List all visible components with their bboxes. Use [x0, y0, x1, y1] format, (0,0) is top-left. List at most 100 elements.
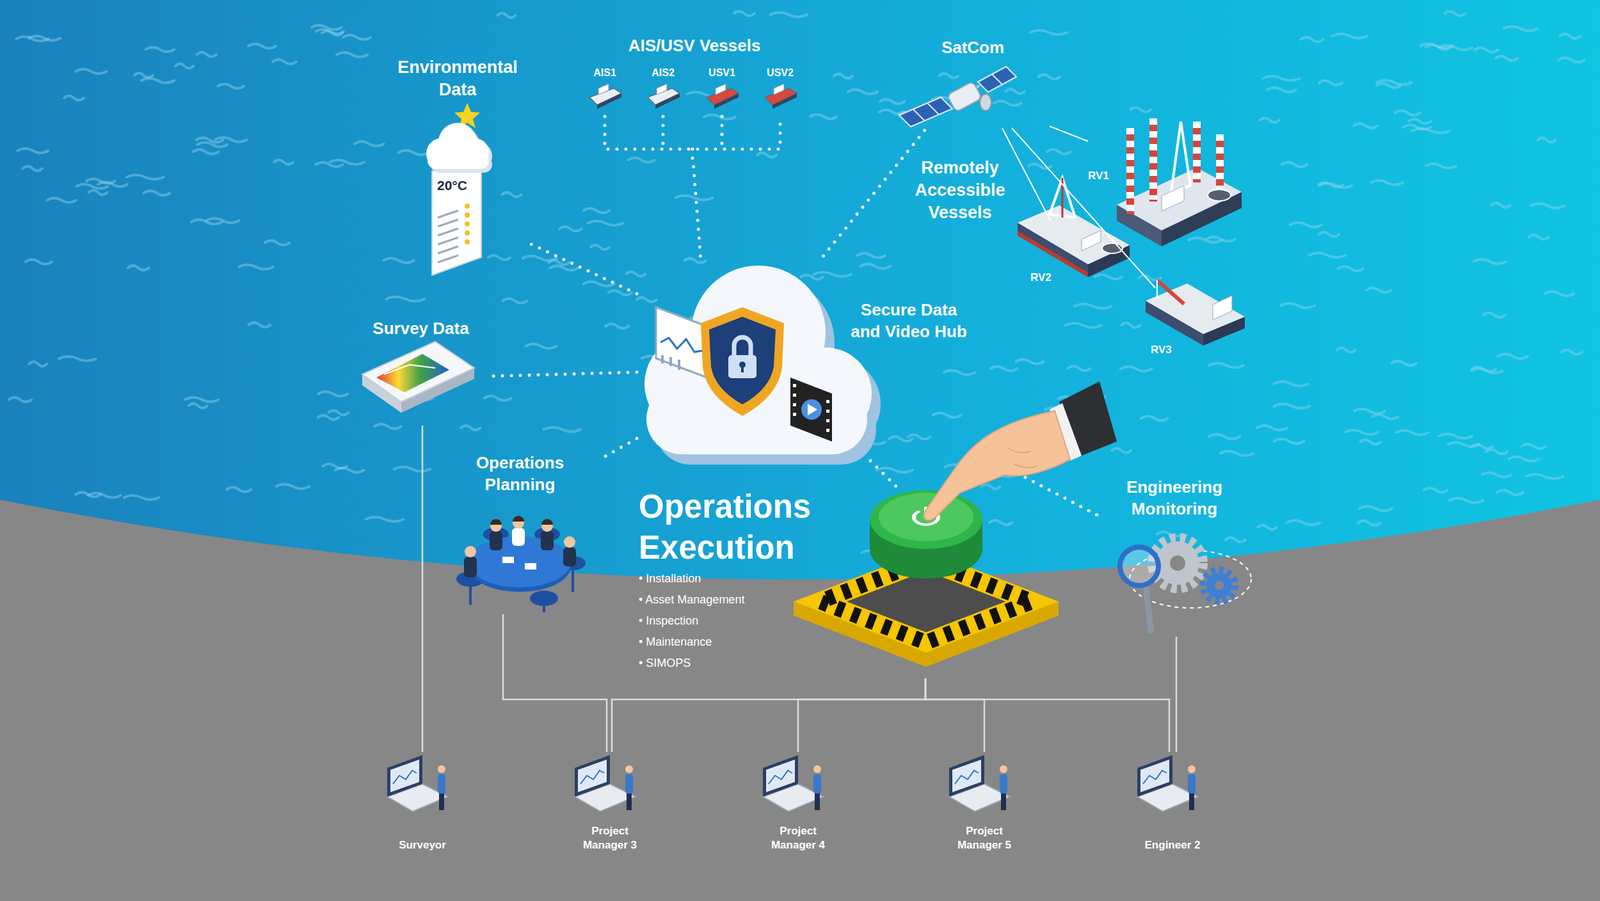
wave-texture-part — [1138, 275, 1161, 281]
survey-map-icon-part — [384, 364, 436, 375]
wave-texture-part — [848, 89, 879, 95]
wave-texture-part — [1559, 33, 1580, 39]
node-title: USV2 — [766, 66, 794, 80]
meeting-icon-part-part — [542, 604, 546, 613]
laptop-user — [762, 755, 824, 812]
wave-texture-part — [1260, 117, 1280, 123]
wave-texture-part — [675, 195, 713, 200]
cloud-hub-icon-part — [728, 355, 757, 379]
cloud-hub-icon-part-part — [826, 400, 830, 404]
laptop-user — [949, 755, 1010, 812]
wave-texture-part — [990, 366, 1017, 372]
wave-texture-part — [366, 517, 404, 522]
cloud-hub-icon-part-part — [661, 355, 664, 364]
cloud-hub-icon-part-part — [669, 357, 672, 367]
wave-texture-part — [1528, 234, 1549, 240]
wave-texture-part — [1395, 110, 1421, 116]
wave-texture-part — [1376, 83, 1401, 88]
cloud-hub-icon-part-part — [826, 428, 830, 432]
wave-texture-part — [993, 101, 1022, 106]
wave-texture-part — [1360, 439, 1381, 445]
node-title: Survey Data — [372, 318, 469, 340]
laptop-user-part — [437, 765, 446, 774]
wave-texture-part — [1354, 408, 1385, 414]
wave-texture-part — [1130, 107, 1151, 112]
laptop-user-part — [1000, 792, 1007, 811]
wave-texture-part — [75, 492, 100, 497]
engineering-gears-part — [1145, 583, 1151, 631]
wave-texture-part — [460, 425, 481, 431]
jackup-vessel-part-part — [1216, 134, 1224, 196]
engineering-gears-part — [1214, 581, 1224, 591]
node-title: AIS/USV Vessels — [628, 35, 761, 57]
report-line — [421, 425, 424, 752]
wave-texture-part — [1482, 472, 1512, 477]
node-title: RV2 — [1030, 270, 1052, 285]
node-title: Remotely Accessible Vessels — [902, 156, 1018, 224]
wave-texture-part — [126, 174, 164, 180]
satellite-icon-part — [977, 66, 1017, 93]
engineering-gears-part — [1169, 555, 1186, 571]
wave-texture-part — [880, 99, 905, 104]
node-title: SatCom — [941, 37, 1005, 59]
wave-texture-part — [1256, 425, 1287, 431]
user-stations — [387, 755, 1199, 812]
laptop-user-part — [625, 765, 633, 774]
wave-texture-part — [933, 412, 962, 418]
wave-texture-part — [1206, 236, 1236, 242]
wave-texture-part — [1558, 57, 1585, 63]
wave-texture-part — [1358, 520, 1381, 526]
wave-texture-part — [58, 356, 96, 361]
wave-texture-part — [1319, 80, 1343, 86]
user-station: Project Manager 3 — [545, 752, 674, 861]
wave-texture-part — [810, 114, 837, 120]
engineering-gears — [1120, 537, 1252, 631]
wave-texture-part — [128, 265, 150, 271]
wave-texture-part — [134, 72, 153, 78]
vessel-icon — [706, 83, 739, 109]
satellite-icon-part — [992, 74, 1003, 85]
cloud-hub-icon-part — [656, 307, 708, 378]
wave-texture-part — [1485, 449, 1508, 454]
jackup-vessel-part-part — [1216, 134, 1224, 199]
cloud-hub-icon — [644, 265, 881, 465]
wave-texture-part — [1300, 37, 1323, 42]
wave-texture-part — [1496, 490, 1523, 495]
vessel-icon — [647, 83, 680, 109]
wave-texture-part — [856, 253, 886, 258]
meeting-icon-part — [502, 556, 537, 570]
wave-texture-part — [1208, 363, 1244, 368]
weather-icon-part-part — [464, 203, 470, 209]
wave-texture-part — [193, 149, 219, 155]
temperature-reading: 20°C — [437, 177, 468, 194]
satellite-icon-part — [899, 97, 953, 127]
weather-icon — [426, 103, 493, 276]
meeting-icon-part-part — [571, 569, 575, 592]
wave-texture-part — [64, 96, 84, 101]
wave-texture-part — [329, 160, 365, 165]
report-line — [503, 614, 607, 752]
cloud-hub-icon-part — [662, 355, 680, 370]
bullet-item: • SIMOPS — [638, 652, 691, 674]
weather-icon-part-part — [427, 152, 489, 169]
cloud-hub-icon-part — [790, 377, 832, 442]
weather-icon-part-part — [464, 221, 470, 227]
wave-texture-part — [248, 44, 276, 49]
wave-texture-part — [17, 148, 48, 153]
meeting-icon-part — [464, 517, 576, 558]
wave-texture-part — [1208, 434, 1240, 440]
laptop-user-part — [626, 792, 632, 811]
wave-texture-part — [1257, 525, 1277, 530]
wave-texture-part — [1281, 162, 1308, 168]
laptop-user-part — [390, 759, 420, 793]
wave-texture-part — [46, 197, 76, 203]
wave-texture-part — [23, 166, 43, 171]
laptop-user-part — [1189, 792, 1195, 811]
wave-texture-part — [88, 190, 108, 195]
weather-icon-part-part — [437, 246, 459, 254]
jackup-vessel-part — [1207, 189, 1231, 201]
wave-texture-part — [488, 255, 511, 260]
wave-texture-part — [383, 257, 415, 263]
dotted-link — [823, 128, 927, 256]
